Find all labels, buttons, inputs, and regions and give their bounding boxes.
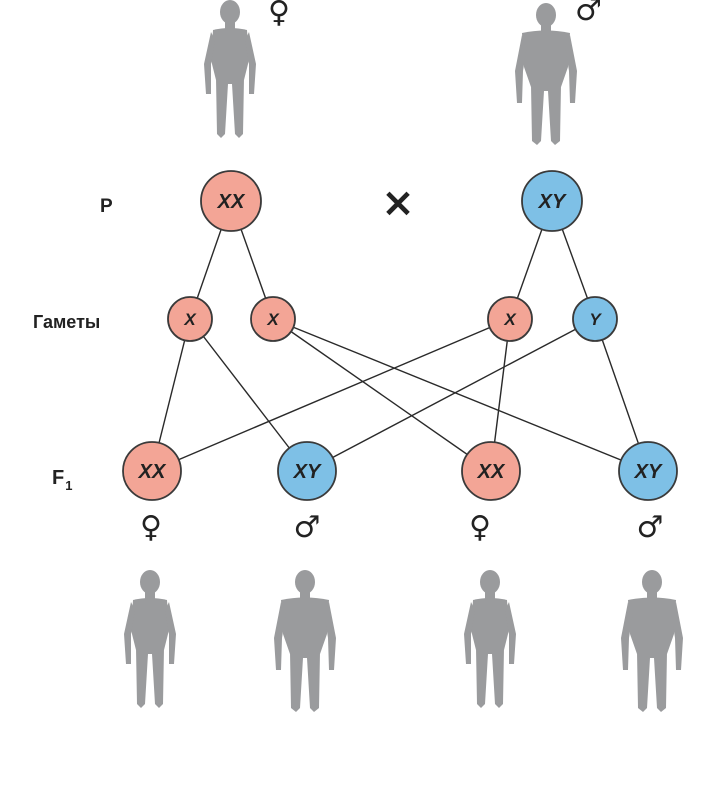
row-label-f1-main: F — [52, 467, 64, 489]
fertilization-edge — [306, 318, 596, 472]
cross-symbol: × — [381, 180, 415, 226]
row-label-parents: P — [100, 196, 113, 217]
female-parent-silhouette — [204, 0, 256, 138]
gamete-2-label: X — [266, 310, 280, 329]
offspring-1-circle — [122, 441, 182, 501]
edge-layer — [151, 200, 649, 472]
gamete-4-label: Y — [589, 310, 602, 329]
offspring-3-label: XX — [477, 461, 506, 483]
male-parent-silhouette — [515, 3, 577, 145]
gamete-1-circle — [167, 296, 213, 342]
male-sign-icon: ♂ — [575, 0, 602, 28]
row-label-gametes: Гаметы — [33, 312, 100, 332]
row-label-f1: F1 — [52, 467, 72, 493]
row-label-f1-sub: 1 — [65, 478, 72, 493]
offspring-3-silhouette — [464, 570, 516, 708]
gamete-1-label: X — [183, 310, 197, 329]
female-sign-icon: ♀ — [268, 0, 290, 30]
gamete-4-circle — [572, 296, 618, 342]
fertilization-edge — [151, 318, 511, 472]
offspring-2-male-icon: ♂ — [294, 510, 321, 545]
parent-2-circle — [521, 170, 583, 232]
offspring-2-label: XY — [293, 461, 322, 483]
offspring-4-label: XY — [634, 461, 663, 483]
offspring-1-silhouette — [124, 570, 176, 708]
gamete-3-circle — [487, 296, 533, 342]
offspring-2-silhouette — [274, 570, 336, 712]
fertilization-edge — [272, 318, 492, 472]
fertilization-edge — [189, 318, 308, 472]
offspring-3-female-icon: ♀ — [469, 510, 491, 545]
parent-1-label: XX — [217, 191, 246, 213]
offspring-2-circle — [277, 441, 337, 501]
parent-1-circle — [200, 170, 262, 232]
offspring-1-label: XX — [138, 461, 167, 483]
offspring-4-silhouette — [621, 570, 683, 712]
gamete-2-circle — [250, 296, 296, 342]
offspring-3-circle — [461, 441, 521, 501]
fertilization-edge — [272, 318, 649, 472]
offspring-4-circle — [618, 441, 678, 501]
gamete-3-label: X — [503, 310, 517, 329]
parent-2-label: XY — [538, 191, 567, 213]
offspring-4-male-icon: ♂ — [637, 510, 664, 545]
offspring-1-female-icon: ♀ — [140, 510, 162, 545]
